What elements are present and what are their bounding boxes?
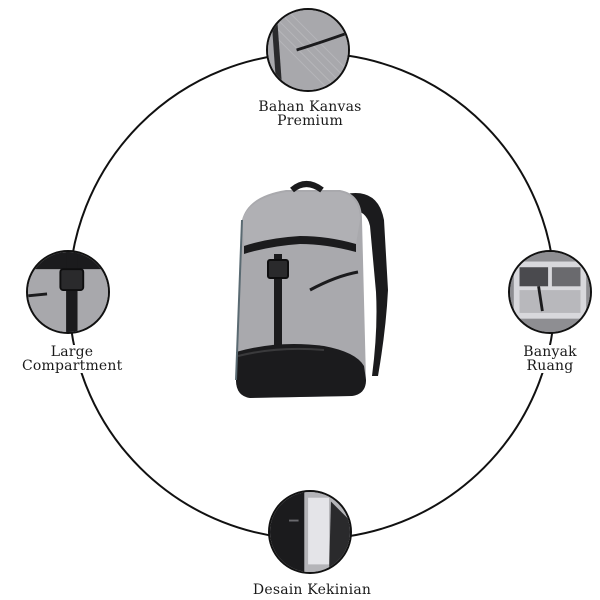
caption-bottom: Desain Kekinian (238, 583, 386, 597)
caption-left-line1: Large (50, 344, 94, 360)
canvas-fabric-icon (268, 10, 348, 90)
side-pocket-icon (270, 492, 350, 572)
backpack-image (235, 181, 388, 398)
caption-right-line1: Banyak (523, 344, 577, 360)
feature-circle-bottom (268, 490, 352, 574)
caption-left: Large Compartment (22, 345, 122, 373)
buckle-icon (28, 252, 108, 332)
feature-circle-right (508, 250, 592, 334)
caption-right: Banyak Ruang (510, 345, 590, 373)
caption-top: Bahan Kanvas Premium (228, 100, 392, 128)
feature-circle-top (266, 8, 350, 92)
feature-circle-left (26, 250, 110, 334)
caption-right-line2: Ruang (526, 358, 574, 374)
caption-left-line2: Compartment (22, 358, 123, 374)
interior-pockets-icon (510, 252, 590, 332)
